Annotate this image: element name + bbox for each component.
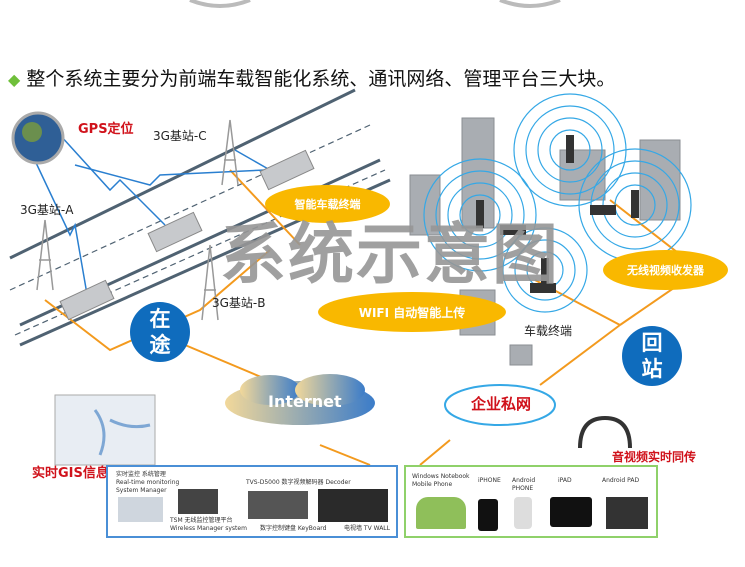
iphone-icon bbox=[478, 499, 498, 531]
management-item: TVS-D5000 数字视频解码器 Decoder bbox=[246, 479, 351, 486]
management-item: System Manager bbox=[116, 487, 167, 494]
management-item: 数字控制键盘 KeyBoard bbox=[260, 525, 327, 532]
internet-label: Internet bbox=[268, 392, 342, 411]
client-item: Mobile Phone bbox=[412, 481, 453, 488]
client-item: Android PAD bbox=[602, 477, 640, 484]
station-b-label: 3G基站-B bbox=[212, 296, 266, 310]
user-notebook-icon bbox=[416, 497, 466, 529]
android-pad-icon bbox=[606, 497, 648, 529]
internet-cloud-icon bbox=[225, 374, 375, 425]
client-item: Windows Notebook bbox=[412, 473, 470, 480]
heading-text: 整个系统主要分为前端车载智能化系统、通讯网络、管理平台三大块。 bbox=[26, 68, 616, 90]
management-platform-box: 实时监控 系统管理 Real-time monitoring System Ma… bbox=[106, 465, 398, 538]
tower-icons bbox=[36, 119, 239, 321]
wifi-signal-icons bbox=[423, 93, 692, 313]
management-item: TSM 无线监控管理平台 bbox=[170, 517, 233, 524]
watermark-title: 系统示意图 bbox=[220, 216, 560, 293]
gps-label: GPS定位 bbox=[78, 122, 134, 137]
station-c-label: 3G基站-C bbox=[153, 129, 207, 143]
client-item: Android bbox=[512, 477, 536, 484]
av-sync-label: 音视频实时同传 bbox=[612, 450, 697, 464]
client-item: iPHONE bbox=[478, 477, 501, 484]
client-devices-box: Windows Notebook Mobile Phone iPHONE And… bbox=[404, 465, 658, 538]
diamond-bullet-icon: ◆ bbox=[8, 70, 21, 89]
vehicle-terminal-label: 车载终端 bbox=[524, 324, 573, 338]
wireless-transceiver-oval: 无线视频收发器 bbox=[603, 250, 728, 290]
station-a-label: 3G基站-A bbox=[20, 203, 74, 217]
management-item: Wireless Manager system bbox=[170, 525, 247, 532]
in-transit-badge: 在途 bbox=[130, 302, 190, 362]
management-item: 实时监控 系统管理 bbox=[116, 471, 166, 478]
ipad-icon bbox=[550, 497, 592, 527]
vehicle-terminal-oval: 智能车载终端 bbox=[265, 185, 390, 223]
page-heading: ◆ 整个系统主要分为前端车载智能化系统、通讯网络、管理平台三大块。 bbox=[8, 64, 615, 91]
server-icon bbox=[178, 489, 218, 514]
vehicle-icons bbox=[59, 149, 315, 321]
private-network-cloud-icon bbox=[444, 384, 556, 426]
gis-label: 实时GIS信息 bbox=[32, 466, 109, 481]
private-network-label: 企业私网 bbox=[471, 395, 532, 413]
workstation-icon bbox=[118, 497, 163, 522]
management-item: 电视墙 TV WALL bbox=[344, 525, 390, 532]
return-station-badge: 回站 bbox=[622, 326, 682, 386]
wifi-upload-oval: WIFI 自动智能上传 bbox=[318, 292, 506, 332]
client-item: PHONE bbox=[512, 485, 534, 492]
client-item: iPAD bbox=[558, 477, 572, 484]
decoder-icon bbox=[248, 491, 308, 519]
management-item: Real-time monitoring bbox=[116, 479, 180, 486]
android-phone-icon bbox=[514, 497, 532, 529]
headset-icon bbox=[578, 415, 632, 449]
tv-wall-icon bbox=[318, 489, 388, 522]
transceiver-icons bbox=[476, 135, 639, 293]
